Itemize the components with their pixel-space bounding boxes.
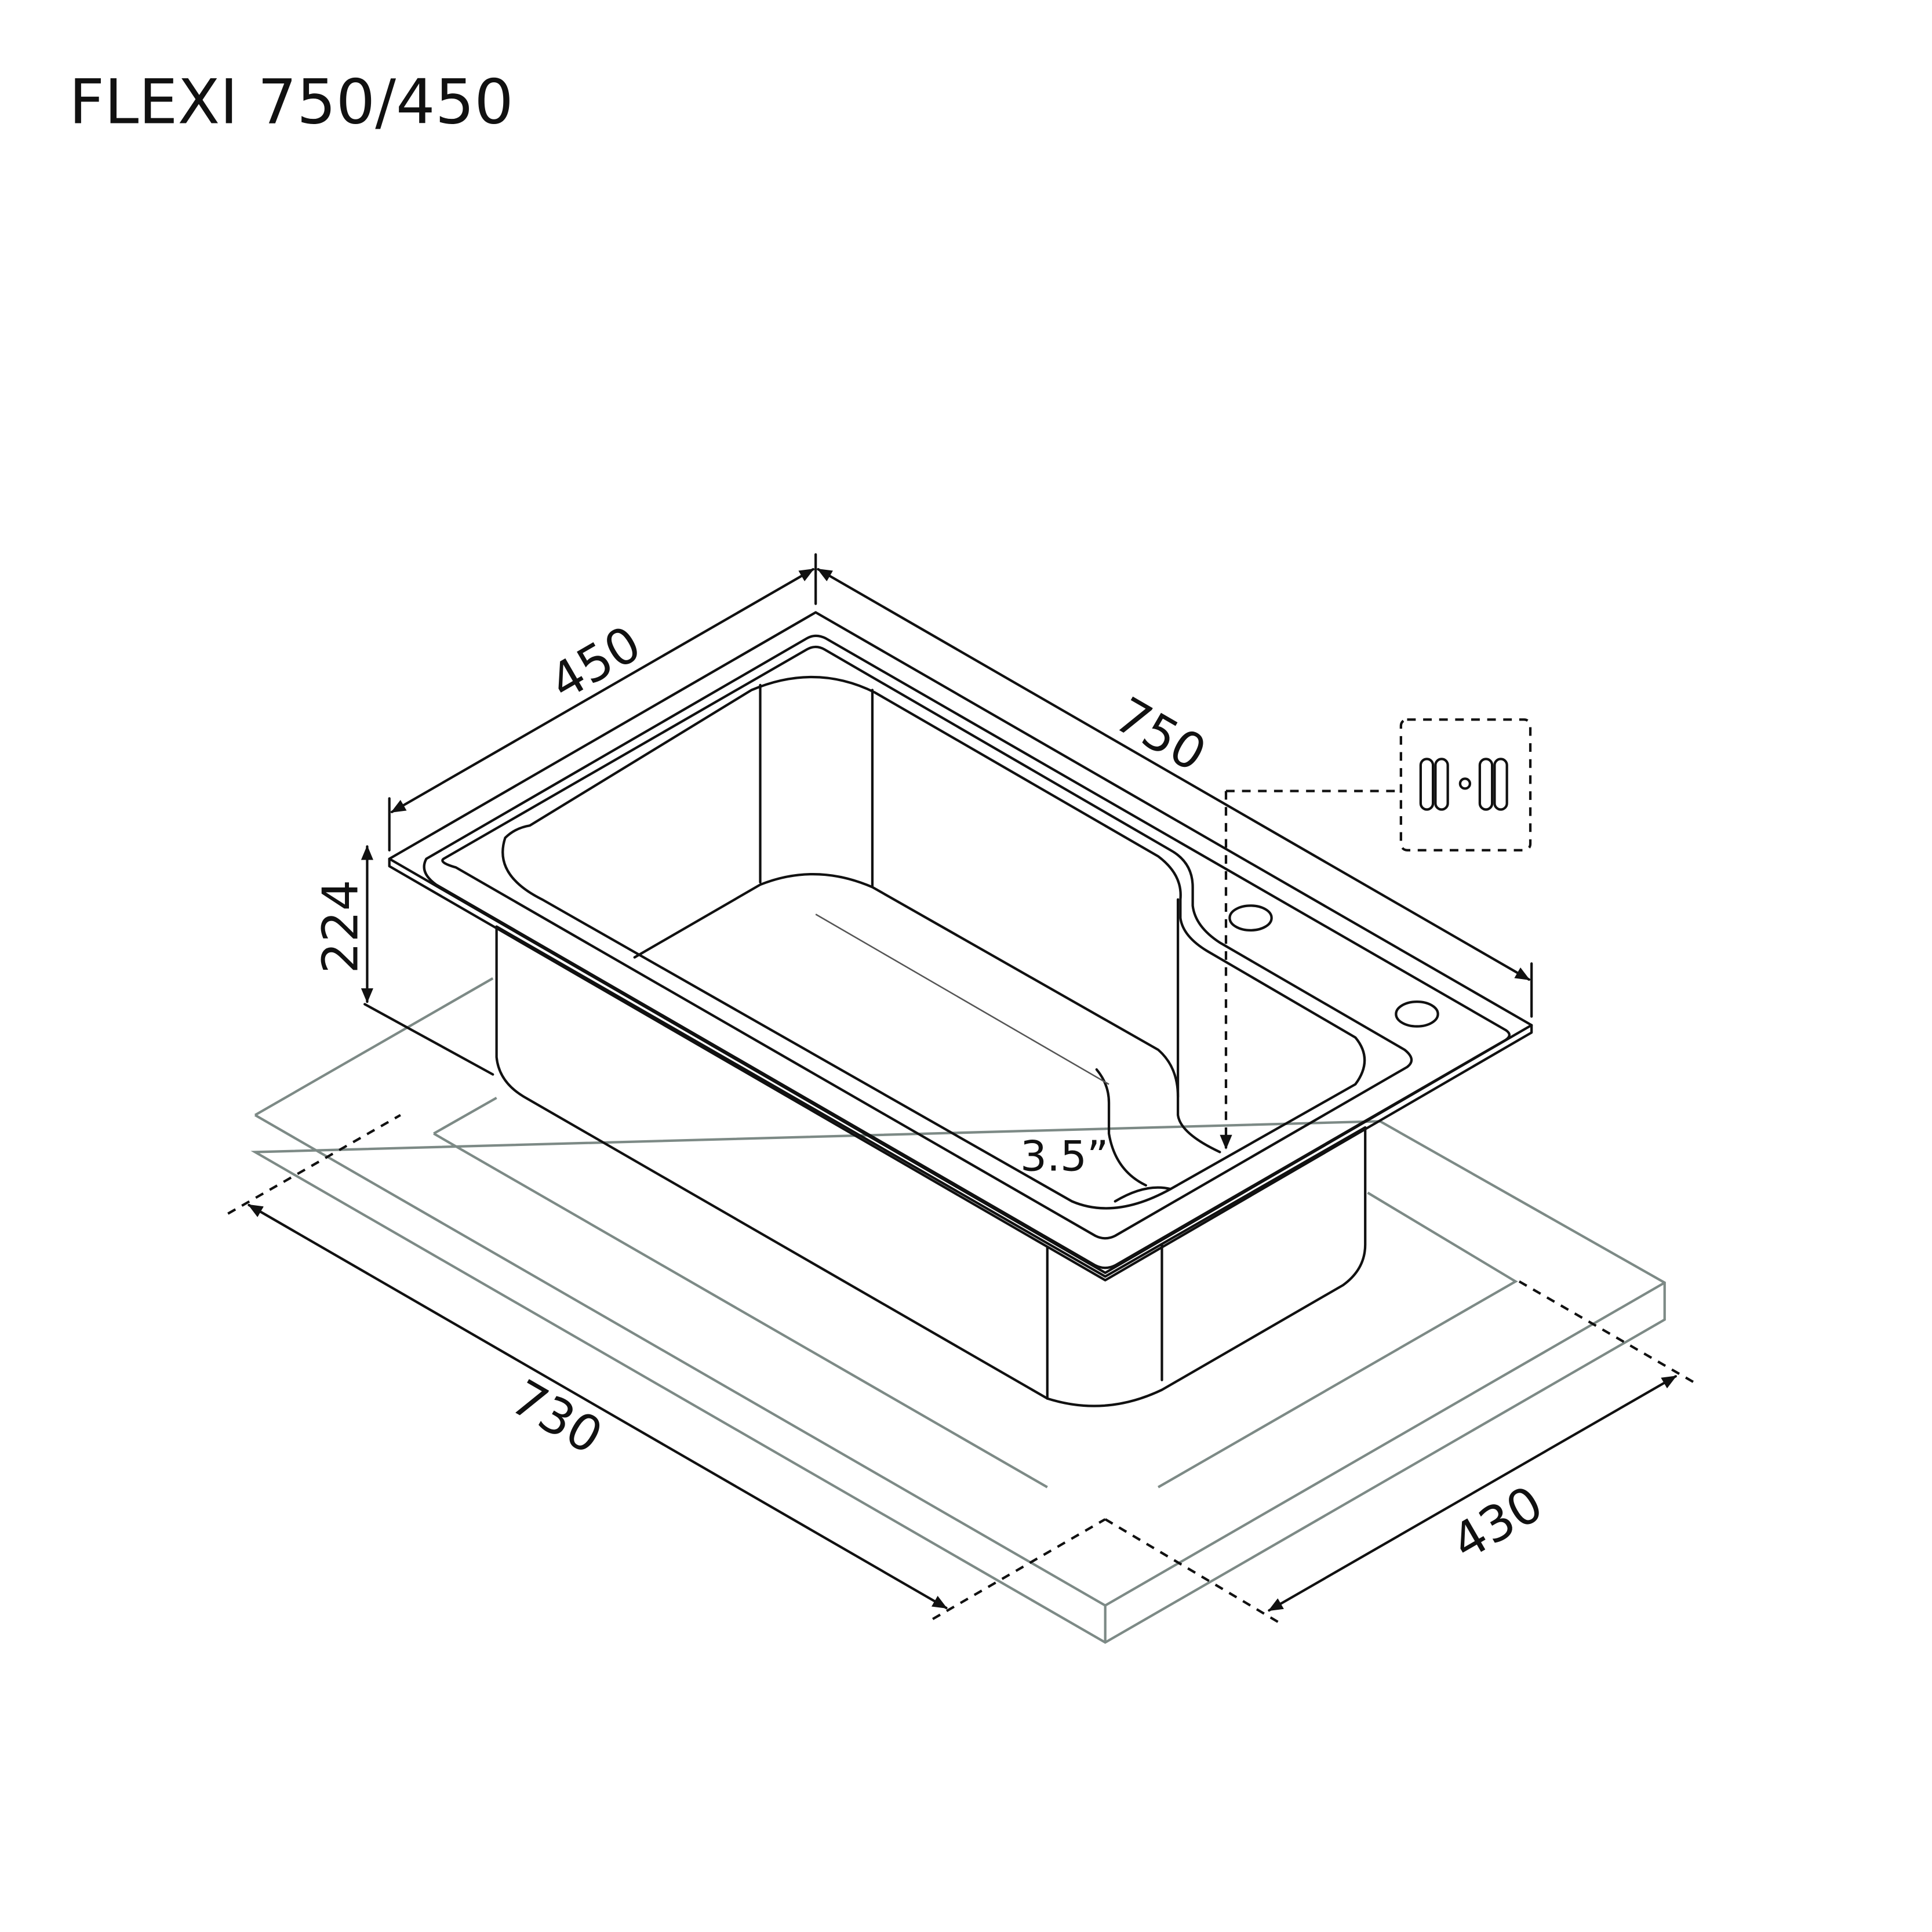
dim-length-top: 750 (1105, 686, 1216, 783)
tap-hole (1395, 1000, 1439, 1028)
dimension-lines (227, 553, 1695, 1625)
page-title: FLEXI 750/450 (69, 67, 514, 139)
dim-cutout-width: 430 (1442, 1475, 1552, 1572)
dim-height: 224 (312, 879, 369, 973)
dim-width-top: 450 (540, 615, 650, 712)
tap-hole-pattern-icon (1399, 718, 1532, 852)
drain-size-label: 3.5” (1020, 1132, 1108, 1181)
tap-hole (1228, 904, 1273, 932)
sink-body (388, 611, 1533, 1407)
